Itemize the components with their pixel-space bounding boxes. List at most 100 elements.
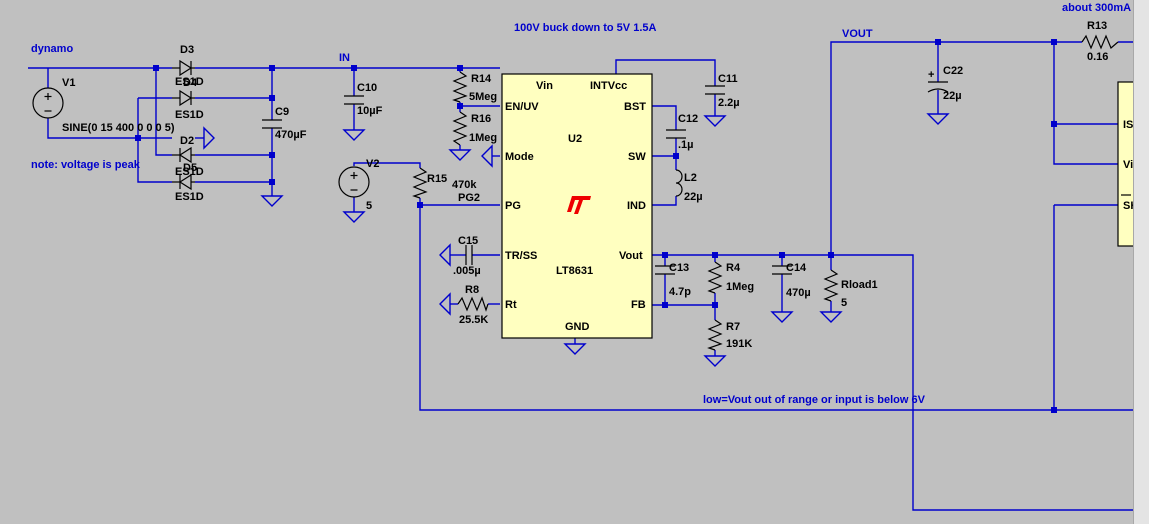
capacitor-c15[interactable] [465,245,473,265]
c9-ref: C9 [275,106,289,118]
wires [28,41,1140,511]
capacitor-c11[interactable] [705,85,725,95]
r13-value: 0.16 [1087,51,1108,63]
diode-d3[interactable] [172,59,195,77]
c13-value: 4.7p [669,286,691,298]
capacitor-c14[interactable] [772,265,792,275]
c15-ref: C15 [458,235,478,247]
r14-value: 5Meg [469,91,497,103]
diode-d5[interactable] [172,173,195,191]
r7-ref: R7 [726,321,740,333]
svg-text:+: + [928,69,934,81]
r13-ref: R13 [1087,20,1107,32]
c14-ref: C14 [786,262,807,274]
resistor-r4[interactable] [707,261,723,294]
right-pin-vi: Vi [1123,159,1133,171]
pin-enuv: EN/UV [505,101,539,113]
ic-ref: U2 [568,133,582,145]
r8-ref: R8 [465,284,479,296]
r16-value: 1Meg [469,132,497,144]
v1-ref: V1 [62,77,75,89]
c15-value: .005µ [453,265,481,277]
rload1-value: 5 [841,297,847,309]
v2-ref: V2 [366,158,379,170]
ic-u2[interactable] [501,73,653,339]
pin-gnd: GND [565,321,590,333]
lt-logo [567,196,591,214]
c22-value: 22µ [943,90,962,102]
c22-ref: C22 [943,65,963,77]
r14-ref: R14 [471,73,492,85]
d5-value: ES1D [175,191,204,203]
note-pg: low=Vout out of range or input is below … [703,394,926,406]
pin-trss: TR/SS [505,250,537,262]
c11-ref: C11 [718,73,738,85]
r8-value: 25.5K [459,314,488,326]
ic-part: LT8631 [556,265,593,277]
d3-ref: D3 [180,44,194,56]
c10-value: 10µF [357,105,383,117]
c12-ref: C12 [678,113,698,125]
c13-ref: C13 [669,262,689,274]
pin-pg: PG [505,200,521,212]
resistor-r14[interactable] [452,71,468,103]
r15-value: 470k [452,179,477,191]
pin-intvcc: INTVcc [590,80,627,92]
diode-d2[interactable] [172,146,195,164]
capacitor-c22[interactable]: + [927,69,949,93]
net-vout: VOUT [842,28,873,40]
resistor-rload1[interactable] [823,269,839,302]
pin-vin: Vin [536,80,553,92]
resistor-r16[interactable] [452,111,468,146]
r15-ref: R15 [427,173,447,185]
pin-bst: BST [624,101,646,113]
d3-value: ES1D [175,76,204,88]
pin-sw: SW [628,151,646,163]
resistor-r13[interactable] [1081,34,1119,50]
note-peak: note: voltage is peak [31,159,141,171]
diode-d4[interactable] [172,89,195,107]
pg2-label: PG2 [458,192,480,204]
source-v2[interactable] [338,166,370,198]
source-v1[interactable] [32,87,64,119]
r4-value: 1Meg [726,281,754,293]
c11-value: 2.2µ [718,97,740,109]
r7-value: 191K [726,338,752,350]
right-pin-is: IS [1123,119,1133,131]
pin-fb: FB [631,299,646,311]
rload1-ref: Rload1 [841,279,878,291]
d4-ref: D4 [183,77,198,89]
pin-vout: Vout [619,250,643,262]
d4-value: ES1D [175,109,204,121]
note-dynamo: dynamo [31,43,73,55]
net-in: IN [339,52,350,64]
title-text: 100V buck down to 5V 1.5A [514,22,656,34]
capacitor-c12[interactable] [666,129,686,139]
l2-value: 22µ [684,191,703,203]
l2-ref: L2 [684,172,697,184]
c10-ref: C10 [357,82,377,94]
r4-ref: R4 [726,262,741,274]
resistor-r15[interactable] [412,167,428,199]
r16-ref: R16 [471,113,491,125]
labels: 100V buck down to 5V 1.5A dynamo note: v… [31,2,1138,406]
note-current: about 300mA [1062,2,1131,14]
d2-ref: D2 [180,135,194,147]
junction-dots [135,39,1057,413]
c12-value: .1µ [678,139,694,151]
c9-value: 470µF [275,129,307,141]
capacitor-c9[interactable] [262,119,282,129]
pin-ind: IND [627,200,646,212]
capacitor-c10[interactable] [344,95,364,105]
vertical-scrollbar[interactable] [1133,0,1149,524]
inductor-l2[interactable] [675,169,683,197]
resistor-r7[interactable] [707,319,723,351]
capacitor-c13[interactable] [655,265,675,275]
resistor-r8[interactable] [457,296,489,312]
v2-value: 5 [366,200,372,212]
d5-ref: D5 [183,162,197,174]
c14-value: 470µ [786,287,811,299]
ground-symbols [203,113,950,367]
d2-value: ES1D [175,166,204,178]
